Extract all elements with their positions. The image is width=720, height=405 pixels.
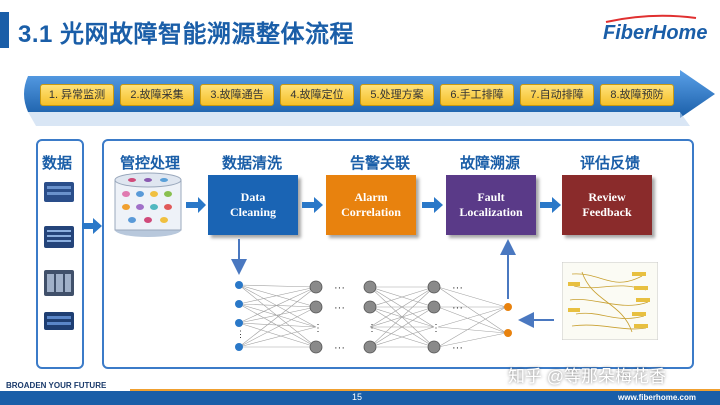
data-cleaning-label: Data Cleaning <box>229 190 276 219</box>
footer-tagline-bg <box>0 378 130 391</box>
flow-diagram: ⋮ ⋮ ··· ··· ··· ⋮ ⋮ ··· ··· ··· <box>186 197 561 354</box>
process-step-3: 3.故障通告 <box>200 84 274 106</box>
footer-bar <box>0 391 720 405</box>
device-icon <box>44 226 74 248</box>
page-number: 15 <box>352 392 363 402</box>
process-step-5: 5.处理方案 <box>360 84 434 106</box>
logo: FiberHome <box>603 22 708 44</box>
ellipsis-icon: ⋮ <box>431 323 441 334</box>
network-edges <box>238 284 507 348</box>
arrow-right-icon <box>82 218 102 234</box>
input-nodes <box>235 281 243 351</box>
logo-swoosh-icon <box>605 14 697 23</box>
website-link[interactable]: www.fiberhome.com <box>618 393 696 402</box>
stage-label-cleaning: 数据清洗 <box>222 155 283 172</box>
arrow-right-icon <box>302 197 323 213</box>
alarm-correlation-label: Alarm Correlation <box>341 190 401 219</box>
page-title: 3.1 光网故障智能溯源整体流程 <box>18 21 355 48</box>
ellipsis-icon: ··· <box>452 282 463 294</box>
hidden-layer-1 <box>309 280 323 354</box>
hidden-layer-3 <box>427 280 441 354</box>
stage-label-trace: 故障溯源 <box>460 155 521 172</box>
data-cleaning-box: Data Cleaning <box>208 175 298 235</box>
hidden-layer-2 <box>363 280 377 354</box>
ellipsis-icon: ⋮ <box>367 323 377 334</box>
review-feedback-label: Review Feedback <box>582 190 632 219</box>
process-step-8: 8.故障预防 <box>600 84 674 106</box>
ellipsis-icon: ··· <box>334 342 345 354</box>
network-devices-icon <box>44 182 74 330</box>
device-icon <box>44 312 74 330</box>
ellipsis-icon: ⋮ <box>236 329 245 339</box>
process-step-4: 4.故障定位 <box>280 84 354 106</box>
device-icon <box>44 270 74 296</box>
data-panel <box>36 139 84 369</box>
process-step-2: 2.故障采集 <box>120 84 194 106</box>
output-nodes <box>504 303 512 337</box>
ellipsis-icon: ⋮ <box>313 323 323 334</box>
title-accent <box>0 12 9 48</box>
stage-label-alarm: 告警关联 <box>350 155 411 172</box>
review-feedback-box: Review Feedback <box>562 175 652 235</box>
fault-localization-label: Fault Localization <box>459 190 523 219</box>
footer-tagline: BROADEN YOUR FUTURE <box>6 381 107 390</box>
database-icon <box>114 172 182 237</box>
watermark: 知乎 @等那朵梅花香 <box>508 367 666 386</box>
arrow-right-icon <box>540 197 561 213</box>
process-step-7: 7.自动排障 <box>520 84 594 106</box>
data-panel-label: 数据 <box>42 155 73 172</box>
arrow-right-icon <box>422 197 443 213</box>
device-icon <box>44 182 74 202</box>
stage-label-control: 管控处理 <box>120 155 181 172</box>
review-graph-thumbnail <box>562 262 658 340</box>
alarm-correlation-box: Alarm Correlation <box>326 175 416 235</box>
fault-localization-box: Fault Localization <box>446 175 536 235</box>
footer-accent-line <box>0 389 720 392</box>
stage-label-review: 评估反馈 <box>580 155 641 172</box>
arrow-right-icon <box>186 197 206 213</box>
process-step-1: 1. 异常监测 <box>40 84 114 106</box>
ellipsis-icon: ··· <box>452 302 463 314</box>
ellipsis-icon: ··· <box>452 342 463 354</box>
ellipsis-icon: ··· <box>334 302 345 314</box>
process-step-6: 6.手工排障 <box>440 84 514 106</box>
ellipsis-icon: ··· <box>334 282 345 294</box>
